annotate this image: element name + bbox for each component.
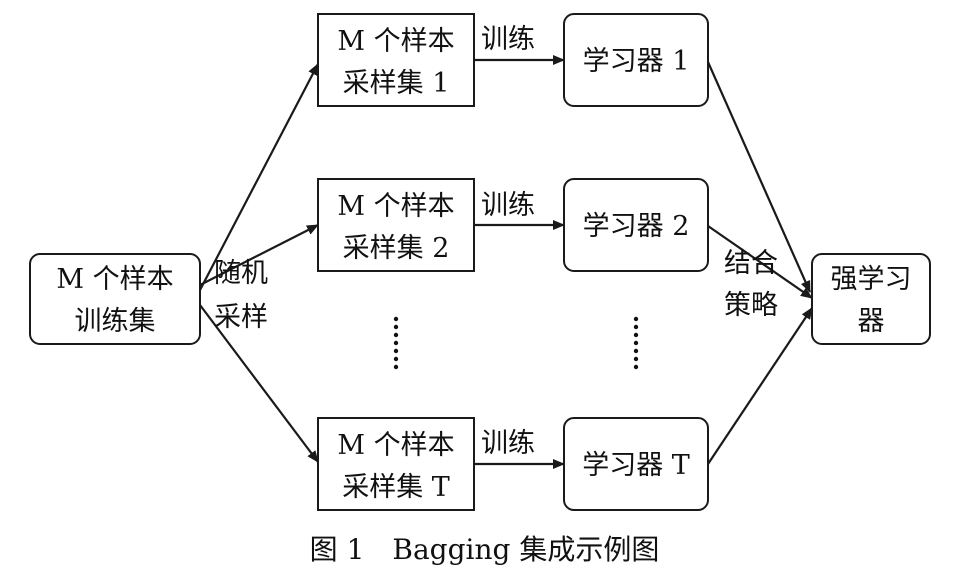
- figure-caption: 图 1 Bagging 集成示例图: [309, 533, 660, 566]
- label-train-1: 训练: [481, 24, 535, 55]
- node-learner-2-label: 学习器 2: [583, 211, 690, 242]
- label-train-2: 训练: [481, 190, 535, 221]
- edge-train-to-sample-t: [199, 304, 319, 463]
- node-train-set-line1: M 个样本: [56, 264, 173, 295]
- node-learner-1-label: 学习器 1: [583, 46, 690, 77]
- edge-learner-1-to-strong: [706, 61, 812, 293]
- node-train-set-line2: 训练集: [75, 306, 156, 337]
- node-learner-2: 学习器 2: [563, 178, 709, 272]
- node-sample-1-line1: M 个样本: [337, 26, 454, 57]
- node-sample-1-line2: 采样集 1: [343, 68, 450, 99]
- node-sample-1: M 个样本 采样集 1: [317, 13, 475, 107]
- node-sample-t-line1: M 个样本: [337, 430, 454, 461]
- node-learner-t-label: 学习器 T: [582, 450, 690, 481]
- label-random-sampling-line1: 随机: [214, 258, 268, 289]
- label-random-sampling-line2: 采样: [214, 302, 268, 333]
- edge-learner-t-to-strong: [707, 307, 813, 465]
- node-sample-t: M 个样本 采样集 T: [317, 417, 475, 511]
- ellipsis-learners: [633, 316, 639, 370]
- node-sample-2-line2: 采样集 2: [343, 233, 450, 264]
- node-train-set: M 个样本 训练集: [29, 253, 201, 345]
- node-strong-line1: 强学习: [831, 264, 912, 295]
- node-strong-learner: 强学习 器: [811, 253, 931, 345]
- label-combine-line2: 策略: [724, 290, 778, 321]
- label-combine-line1: 结合: [724, 248, 778, 279]
- node-sample-2-line1: M 个样本: [337, 191, 454, 222]
- edge-train-to-sample-2: [199, 224, 319, 286]
- edge-train-to-sample-1: [199, 63, 319, 291]
- node-sample-2: M 个样本 采样集 2: [317, 178, 475, 272]
- node-strong-line2: 器: [858, 306, 885, 337]
- edge-learner-2-to-strong: [707, 225, 813, 299]
- node-learner-t: 学习器 T: [563, 417, 709, 511]
- label-train-t: 训练: [481, 428, 535, 459]
- ellipsis-samples: [393, 316, 399, 370]
- node-learner-1: 学习器 1: [563, 13, 709, 107]
- bagging-diagram: M 个样本 训练集 M 个样本 采样集 1 M 个样本 采样集 2 M 个样本 …: [29, 13, 931, 511]
- node-sample-t-line2: 采样集 T: [342, 472, 450, 503]
